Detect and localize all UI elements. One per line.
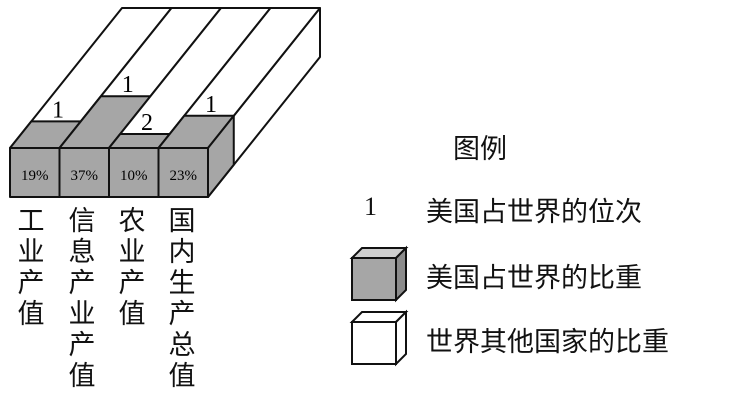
percent-label-gdp: 23% (170, 168, 198, 184)
rank-label-industry: 1 (52, 97, 64, 123)
legend-rank-label: 美国占世界的位次 (426, 197, 642, 228)
legend-gray-cube-icon (349, 245, 409, 303)
right-side-us-portion (207, 114, 235, 198)
percent-label-info-industry: 37% (71, 168, 99, 184)
category-label-agriculture: 农业产值 (118, 206, 146, 330)
legend-rest-of-world-label: 世界其他国家的比重 (426, 327, 669, 358)
legend-us-share-label: 美国占世界的比重 (426, 263, 642, 294)
category-label-info-industry: 信息产业产值 (68, 206, 96, 392)
percent-label-agriculture: 10% (120, 168, 148, 184)
category-label-gdp: 国内生产总值 (168, 206, 196, 392)
legend-rank-symbol: 1 (364, 192, 377, 221)
rank-label-info-industry: 1 (122, 72, 134, 98)
percent-labels: 19% 37% 10% 23% (21, 168, 197, 184)
legend-title: 图例 (453, 134, 507, 165)
percent-label-industry: 19% (21, 168, 49, 184)
rank-label-gdp: 1 (205, 92, 217, 118)
rank-label-agriculture: 2 (141, 110, 153, 136)
legend-white-cube-icon (349, 309, 409, 367)
category-label-industry: 工业产值 (17, 206, 45, 330)
chart-blocks (9, 7, 321, 198)
